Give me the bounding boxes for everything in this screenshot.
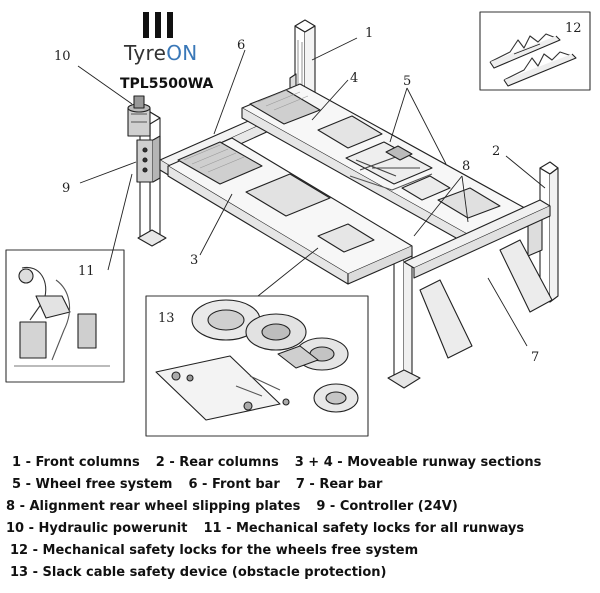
legend-text: Hydraulic powerunit	[38, 521, 188, 536]
legend-item: 5 - Wheel free system	[12, 477, 172, 492]
legend-number: 2	[155, 455, 165, 470]
legend-number: 6	[188, 477, 198, 492]
callout-6: 6	[237, 38, 245, 53]
legend-separator: -	[304, 477, 320, 492]
legend-item: 13 - Slack cable safety device (obstacle…	[10, 565, 387, 580]
legend-number: 8	[6, 499, 16, 514]
legend-text: Front columns	[35, 455, 140, 470]
legend-text: Controller (24V)	[339, 499, 458, 514]
brand-name: TyreON	[124, 41, 198, 65]
legend-text: Rear bar	[319, 477, 383, 492]
hydraulic-powerunit	[127, 95, 151, 137]
legend-row: 13 - Slack cable safety device (obstacle…	[10, 562, 403, 584]
legend-number: 1	[12, 455, 22, 470]
legend-separator: -	[221, 521, 236, 536]
leader-lines	[77, 37, 546, 347]
rear-bar	[403, 199, 551, 279]
brand-name-plain: Tyre	[124, 41, 167, 65]
legend-number: 11	[203, 521, 222, 536]
brand-name-accent: ON	[166, 41, 198, 65]
legend-text: Mechanical safety locks for the wheels f…	[42, 543, 419, 558]
rear-right-column	[527, 161, 559, 303]
legend-separator: -	[28, 565, 43, 580]
callout-2: 2	[492, 144, 500, 159]
legend-item: 9 - Controller (24V)	[316, 499, 457, 514]
legend-text: Wheel free system	[35, 477, 173, 492]
legend-separator: -	[325, 499, 340, 514]
legend-number: 3 + 4	[294, 455, 333, 470]
legend-text: Slack cable safety device (obstacle prot…	[42, 565, 387, 580]
legend-item: 10 - Hydraulic powerunit	[6, 521, 187, 536]
legend-item: 3 + 4 - Moveable runway sections	[295, 455, 542, 470]
legend-item: 1 - Front columns	[12, 455, 140, 470]
legend-item: 11 - Mechanical safety locks for all run…	[203, 521, 524, 536]
legend-number: 9	[316, 499, 326, 514]
callout-12: 12	[565, 21, 582, 36]
legend-row: 12 - Mechanical safety locks for the whe…	[10, 540, 434, 562]
callout-3: 3	[190, 253, 198, 268]
callout-7: 7	[531, 350, 539, 365]
legend-item: 12 - Mechanical safety locks for the whe…	[10, 543, 418, 558]
legend-separator: -	[21, 477, 36, 492]
callout-9: 9	[62, 181, 70, 196]
callout-11: 11	[78, 264, 95, 279]
left-runway	[167, 137, 413, 285]
legend-separator: -	[21, 455, 36, 470]
controller-box	[136, 135, 161, 183]
legend-number: 5	[12, 477, 22, 492]
wheel-free-system	[345, 141, 433, 191]
callout-5: 5	[403, 74, 411, 89]
legend-text: Alignment rear wheel slipping plates	[29, 499, 301, 514]
legend-item: 6 - Front bar	[188, 477, 279, 492]
inset-wheel-locks	[479, 11, 591, 91]
legend-separator: -	[28, 543, 43, 558]
legend-separator: -	[15, 499, 30, 514]
legend-separator: -	[332, 455, 348, 470]
inset-slack-cable	[145, 295, 369, 437]
legend-row: 5 - Wheel free system 6 - Front bar 7 - Re…	[12, 474, 398, 496]
inset-safety-locks	[5, 249, 125, 383]
legend-item: 8 - Alignment rear wheel slipping plates	[6, 499, 300, 514]
legend-text: Front bar	[211, 477, 280, 492]
tyreon-logo-icon	[143, 12, 173, 38]
legend-separator: -	[164, 455, 180, 470]
legend-text: Mechanical safety locks for all runways	[236, 521, 525, 536]
callouts: 1 2 3 4 5 6 7 8 9 10 11 12 13	[54, 21, 582, 365]
legend-text: Rear columns	[179, 455, 279, 470]
legend-number: 7	[295, 477, 305, 492]
legend-separator: -	[24, 521, 39, 536]
callout-10: 10	[54, 49, 71, 64]
legend-row: 8 - Alignment rear wheel slipping plates…	[6, 496, 474, 518]
model-code: TPL5500WA	[120, 76, 214, 92]
legend-number: 12	[10, 543, 29, 558]
legend-item: 7 - Rear bar	[296, 477, 383, 492]
callout-8: 8	[462, 159, 470, 174]
legend-number: 13	[10, 565, 29, 580]
legend-number: 10	[6, 521, 25, 536]
lift-diagram: 1 2 3 4 5 6 7 8 9 10 11 12 13	[5, 11, 591, 437]
legend-separator: -	[197, 477, 212, 492]
approach-ramps	[419, 239, 553, 359]
callout-4: 4	[350, 71, 358, 86]
legend-row: 1 - Front columns 2 - Rear columns 3 + 4 -…	[12, 452, 557, 474]
legend-text: Moveable runway sections	[347, 455, 542, 470]
callout-13: 13	[158, 311, 175, 326]
legend-row: 10 - Hydraulic powerunit 11 - Mechanical …	[6, 518, 540, 540]
legend-item: 2 - Rear columns	[156, 455, 279, 470]
callout-1: 1	[365, 26, 373, 41]
